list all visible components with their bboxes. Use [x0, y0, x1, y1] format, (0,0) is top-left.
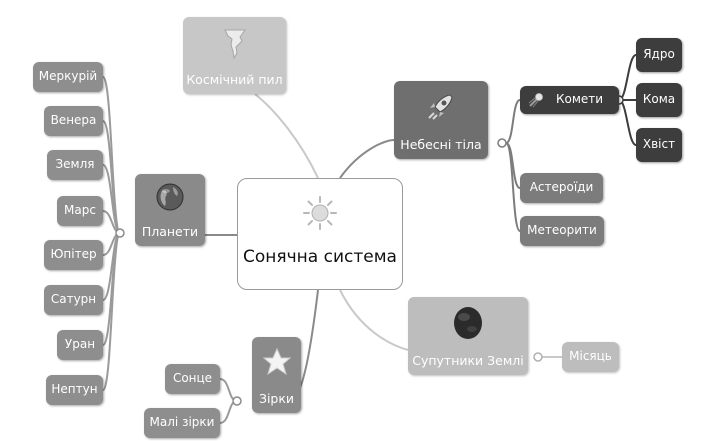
planet-node[interactable]: Земля — [47, 150, 103, 180]
asteroids-node[interactable]: Астероїди — [520, 173, 603, 203]
joint-stars — [232, 396, 242, 406]
central-topic-label: Сонячна система — [243, 247, 397, 268]
branch-celestial-bodies[interactable]: Небесні тіла — [394, 81, 488, 159]
branch-cosmic-dust-label: Космічний пил — [186, 72, 283, 88]
satellite-node[interactable]: Місяць — [562, 342, 619, 372]
comet-part-node[interactable]: Хвіст — [636, 128, 682, 162]
planet-node[interactable]: Уран — [57, 330, 103, 360]
joint-celestial — [497, 138, 507, 148]
asteroids-label: Астероїди — [529, 180, 594, 195]
star-icon — [262, 347, 292, 380]
planet-node[interactable]: Марс — [57, 196, 103, 226]
planet-label: Венера — [50, 113, 97, 128]
branch-planets[interactable]: Планети — [135, 174, 205, 246]
comets-node[interactable]: Комети — [520, 86, 619, 114]
branch-earth-satellites[interactable]: Супутники Землі — [408, 297, 528, 375]
branch-stars-label: Зірки — [258, 391, 295, 407]
branch-planets-label: Планети — [141, 224, 199, 240]
moon-icon — [451, 305, 485, 344]
connector-center-satellites — [339, 289, 409, 351]
connector-celestial-meteorites — [505, 142, 521, 232]
meteorites-node[interactable]: Метеорити — [520, 216, 604, 246]
connector-center-celestial — [339, 139, 395, 179]
connector-center-cosmic-dust — [254, 93, 319, 179]
planet-label: Нептун — [51, 382, 98, 397]
connector-planet-neptune — [102, 232, 121, 391]
branch-stars[interactable]: Зірки — [252, 337, 301, 413]
star-child-node[interactable]: Малі зірки — [144, 408, 220, 438]
central-topic[interactable]: Сонячна система — [237, 178, 403, 290]
globe-icon — [155, 182, 185, 215]
connector-comet-nucleus — [618, 54, 637, 101]
rocket-icon — [426, 91, 456, 124]
connector-celestial-fan — [505, 99, 521, 232]
sun-icon — [302, 195, 338, 236]
star-child-label: Сонце — [172, 371, 213, 386]
planet-node[interactable]: Венера — [44, 106, 103, 136]
satellite-label: Місяць — [569, 349, 612, 364]
connector-center-stars — [297, 289, 319, 393]
star-child-label: Малі зірки — [149, 415, 215, 430]
planet-label: Юпітер — [50, 247, 97, 262]
planet-label: Марс — [64, 203, 96, 218]
branch-cosmic-dust[interactable]: Космічний пил — [183, 17, 286, 94]
connector-comet-tail — [618, 99, 637, 146]
planet-label: Сатурн — [50, 292, 97, 307]
joint-planets — [115, 228, 125, 238]
planet-label: Земля — [55, 157, 95, 172]
planet-node[interactable]: Сатурн — [44, 285, 103, 315]
branch-earth-satellites-label: Супутники Землі — [412, 353, 524, 369]
tornado-icon — [223, 27, 247, 62]
comet-part-node[interactable]: Кома — [636, 83, 682, 117]
comet-part-label: Хвіст — [642, 137, 676, 152]
planet-node[interactable]: Меркурій — [33, 62, 103, 92]
comet-part-label: Ядро — [643, 47, 675, 62]
joint-satellites — [533, 352, 543, 362]
comets-label: Комети — [556, 92, 604, 107]
meteorites-label: Метеорити — [527, 223, 597, 238]
star-child-node[interactable]: Сонце — [165, 364, 220, 394]
branch-celestial-bodies-label: Небесні тіла — [400, 137, 482, 153]
comet-icon — [528, 92, 544, 108]
comet-part-label: Кома — [642, 92, 676, 107]
connector-celestial-comets — [505, 99, 521, 144]
comet-part-node[interactable]: Ядро — [636, 38, 682, 72]
planet-node[interactable]: Нептун — [46, 375, 103, 405]
planet-label: Меркурій — [38, 69, 98, 84]
planet-node[interactable]: Юпітер — [44, 240, 103, 270]
connector-planet-mercury — [102, 76, 121, 234]
planet-label: Уран — [64, 337, 96, 352]
